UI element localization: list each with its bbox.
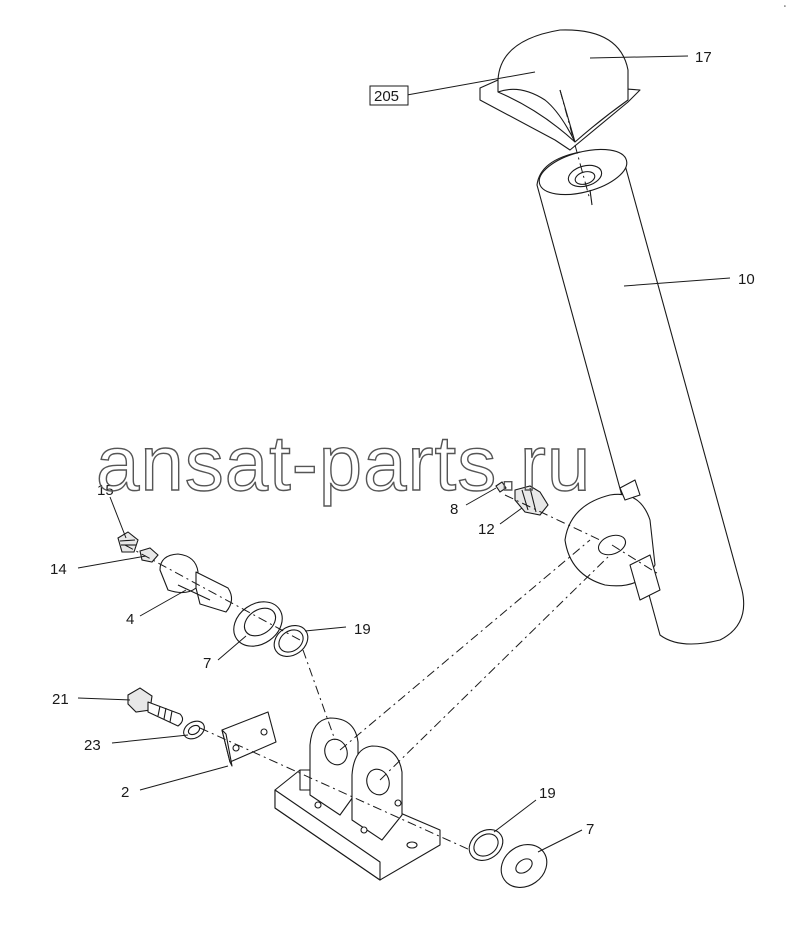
pad-part-17[interactable] bbox=[479, 29, 641, 151]
bolt-part-21[interactable] bbox=[127, 687, 184, 727]
callout-2[interactable]: 2 bbox=[121, 784, 129, 801]
callout-4[interactable]: 4 bbox=[126, 611, 134, 628]
leader-lines bbox=[77, 55, 731, 853]
plate-part-2[interactable] bbox=[221, 711, 277, 767]
fitting-part-12[interactable] bbox=[514, 485, 549, 516]
callout-15[interactable]: 15 bbox=[97, 482, 114, 499]
callout-21[interactable]: 21 bbox=[52, 691, 69, 708]
callout-19-upper[interactable]: 19 bbox=[354, 621, 371, 638]
callout-7-upper[interactable]: 7 bbox=[203, 655, 211, 672]
washer-part-7-lower[interactable] bbox=[493, 836, 555, 896]
callout-8[interactable]: 8 bbox=[450, 501, 458, 518]
assembly-lines bbox=[124, 89, 661, 851]
pin-part-4[interactable] bbox=[159, 553, 233, 613]
corner-mark: ᵉ bbox=[784, 4, 786, 10]
grease-nipple-part-14[interactable] bbox=[139, 547, 159, 563]
callout-12[interactable]: 12 bbox=[478, 521, 495, 538]
rod-end-eye[interactable] bbox=[564, 479, 661, 601]
callout-7-lower[interactable]: 7 bbox=[586, 821, 594, 838]
washer-part-7-upper[interactable] bbox=[225, 593, 291, 656]
callout-23[interactable]: 23 bbox=[84, 737, 101, 754]
callout-labels: 205 17 10 15 14 4 8 12 19 7 21 23 2 19 7 bbox=[50, 49, 755, 838]
o-ring-part-19-lower[interactable] bbox=[463, 823, 509, 867]
grease-cap-part-15[interactable] bbox=[117, 531, 139, 553]
callout-19-lower[interactable]: 19 bbox=[539, 785, 556, 802]
part-8[interactable] bbox=[495, 481, 507, 493]
callout-205-box bbox=[369, 85, 409, 106]
o-ring-part-19-upper[interactable] bbox=[268, 619, 314, 663]
callout-14[interactable]: 14 bbox=[50, 561, 67, 578]
callout-10[interactable]: 10 bbox=[738, 271, 755, 288]
watermark: ansat-parts.ru bbox=[96, 419, 591, 507]
callout-17[interactable]: 17 bbox=[695, 49, 712, 66]
lock-washer-part-23[interactable] bbox=[180, 718, 207, 743]
callout-205[interactable]: 205 bbox=[374, 88, 399, 105]
base-bracket[interactable] bbox=[274, 717, 441, 881]
cylinder-tube-part-10[interactable] bbox=[534, 141, 745, 645]
